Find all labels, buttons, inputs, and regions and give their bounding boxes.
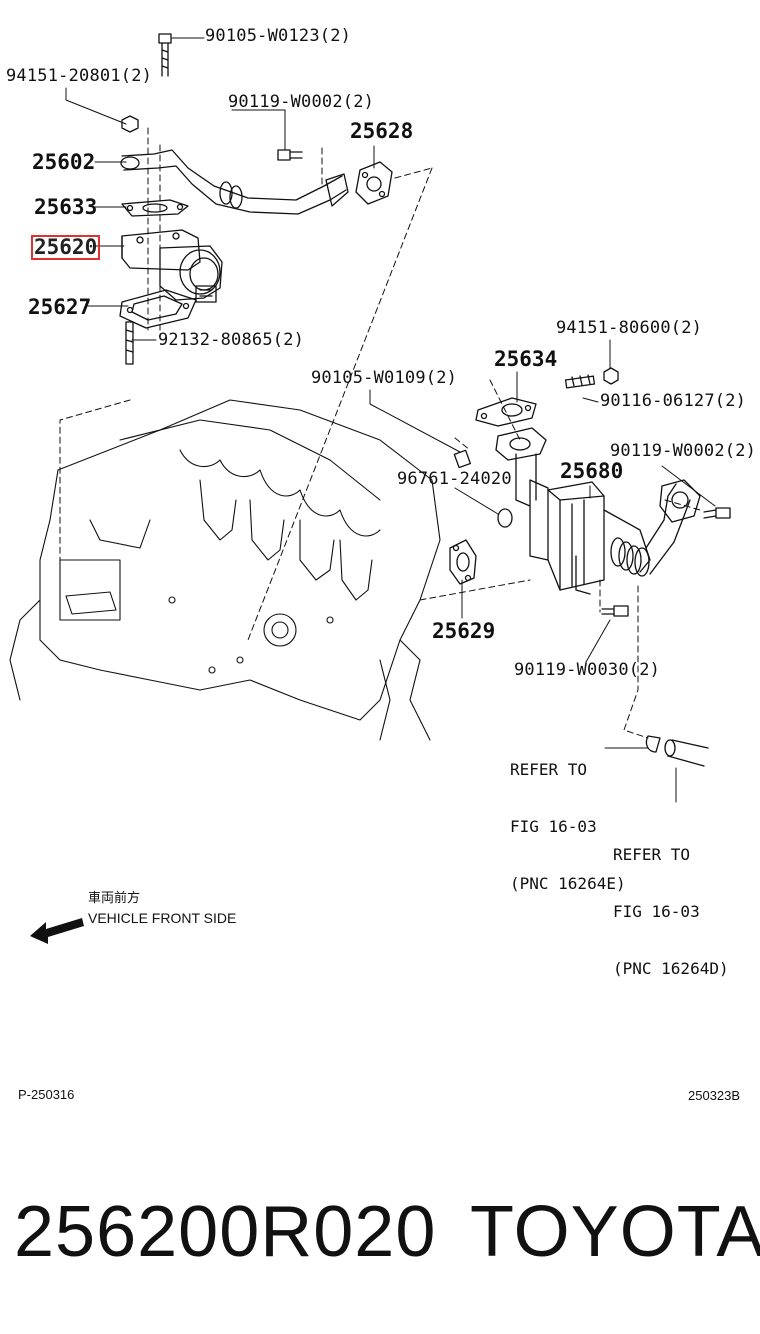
leader-lines [65, 37, 716, 803]
bolt-upper-icon [277, 149, 303, 161]
refer-line: (PNC 16264D) [613, 959, 729, 978]
nut-icon [121, 115, 139, 133]
label-94151-80600[interactable]: 94151-80600(2) [556, 318, 703, 338]
label-25602[interactable]: 25602 [32, 150, 96, 174]
bolt-90116-icon [564, 374, 596, 389]
bellows [610, 537, 650, 577]
egr-cooler-icon [495, 427, 701, 595]
gasket-25633-icon [121, 199, 189, 217]
label-92132-80865[interactable]: 92132-80865(2) [158, 330, 305, 350]
refer-line: REFER TO [613, 845, 691, 864]
bolt-90105-icon [453, 449, 472, 469]
refer-line: REFER TO [510, 760, 588, 779]
nut-right-icon [603, 367, 619, 385]
gasket-25629-icon [449, 539, 477, 585]
refer-note-16264e[interactable]: REFER TO FIG 16-03 (PNC 16264E) [510, 722, 626, 912]
label-25620-highlighted[interactable]: 25620 [31, 235, 101, 260]
label-96761-24020[interactable]: 96761-24020 [397, 469, 512, 489]
engine-block-icon [9, 399, 441, 741]
label-94151-20801[interactable]: 94151-20801(2) [6, 66, 153, 86]
o-ring-icon [497, 508, 513, 528]
label-25633[interactable]: 25633 [34, 195, 98, 219]
refer-line: FIG 16-03 [510, 817, 597, 836]
clamp-icon [645, 735, 661, 753]
gasket-25627-icon [119, 289, 197, 329]
bolt-right-icon [703, 507, 731, 519]
diagram-code-right: 250323B [688, 1088, 741, 1103]
egr-pipe-icon [120, 149, 349, 215]
bolt-top-icon [158, 33, 172, 77]
label-90105-w0109[interactable]: 90105-W0109(2) [311, 368, 458, 388]
label-25628[interactable]: 25628 [350, 119, 414, 143]
egr-valve-icon [121, 229, 223, 303]
direction-caption-en: VEHICLE FRONT SIDE [88, 910, 237, 926]
label-25629[interactable]: 25629 [432, 619, 496, 643]
refer-line: FIG 16-03 [613, 902, 700, 921]
refer-line: (PNC 16264E) [510, 874, 626, 893]
label-25627[interactable]: 25627 [28, 295, 92, 319]
label-90119-w0030[interactable]: 90119-W0030(2) [514, 660, 661, 680]
gasket-25634-icon [475, 397, 537, 427]
direction-caption-jp: 車両前方 [88, 891, 141, 906]
refer-note-16264d[interactable]: REFER TO FIG 16-03 (PNC 16264D) [613, 807, 729, 997]
stud-icon [125, 321, 134, 365]
dashed-lines [59, 127, 701, 739]
diagram-code-left: P-250316 [18, 1087, 75, 1102]
label-90119-w0002-upper[interactable]: 90119-W0002(2) [228, 92, 375, 112]
footer-brand: TOYOTA [470, 1192, 760, 1272]
vehicle-front-arrow-icon [30, 918, 84, 944]
footer-part-number: 256200R020 [14, 1192, 437, 1272]
label-90119-w0002-right[interactable]: 90119-W0002(2) [610, 441, 757, 461]
hose-icon [664, 739, 709, 767]
bolt-90119-w0030-icon [601, 605, 629, 617]
label-25634[interactable]: 25634 [494, 347, 558, 371]
label-90116-06127[interactable]: 90116-06127(2) [600, 391, 747, 411]
label-25680[interactable]: 25680 [560, 459, 624, 483]
gasket-25628-icon [355, 161, 393, 205]
label-90105-w0123[interactable]: 90105-W0123(2) [205, 26, 352, 46]
